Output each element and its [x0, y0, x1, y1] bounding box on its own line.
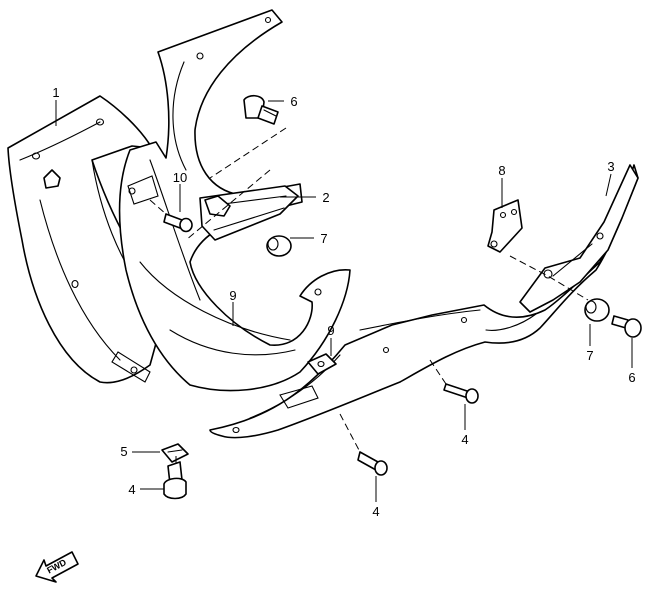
part-2-bracket — [199, 185, 299, 241]
part-9-tab-clip — [307, 353, 337, 375]
callout-9-small: 9 — [327, 323, 334, 338]
callout-4-middle: 4 — [461, 432, 468, 447]
part-4-screw-middle — [443, 383, 479, 404]
part-10-bolt — [163, 213, 193, 233]
part-5-nut-clip — [161, 443, 189, 463]
part-1-inner-cover — [7, 95, 169, 384]
callout-3: 3 — [607, 159, 614, 174]
part-4-screw-left — [163, 461, 187, 500]
part-7-grommet-right — [584, 298, 610, 322]
forward-arrow-icon: FWD — [35, 551, 79, 583]
part-4-screw-lower — [357, 451, 388, 476]
part-8-small-bracket — [487, 199, 523, 253]
callout-10: 10 — [173, 170, 187, 185]
callout-6-right: 6 — [628, 370, 635, 385]
part-7-grommet-left — [266, 235, 292, 257]
callout-4-left: 4 — [128, 482, 135, 497]
callout-7-left: 7 — [320, 231, 327, 246]
callout-labels: 1 6 10 2 7 9 9 8 3 7 6 4 4 5 4 — [52, 85, 635, 519]
part-3-side-rail — [519, 164, 639, 313]
callout-2: 2 — [322, 190, 329, 205]
callout-1: 1 — [52, 85, 59, 100]
callout-9-upper: 9 — [229, 288, 236, 303]
alignment-lines — [149, 127, 589, 466]
callout-8: 8 — [498, 163, 505, 178]
part-6-screw-top — [243, 94, 279, 125]
leader-lines — [55, 100, 633, 502]
callout-7-right: 7 — [586, 348, 593, 363]
callout-6-top: 6 — [290, 94, 297, 109]
callout-4-lower: 4 — [372, 504, 379, 519]
callout-5: 5 — [120, 444, 127, 459]
part-6-screw-right — [611, 315, 642, 338]
